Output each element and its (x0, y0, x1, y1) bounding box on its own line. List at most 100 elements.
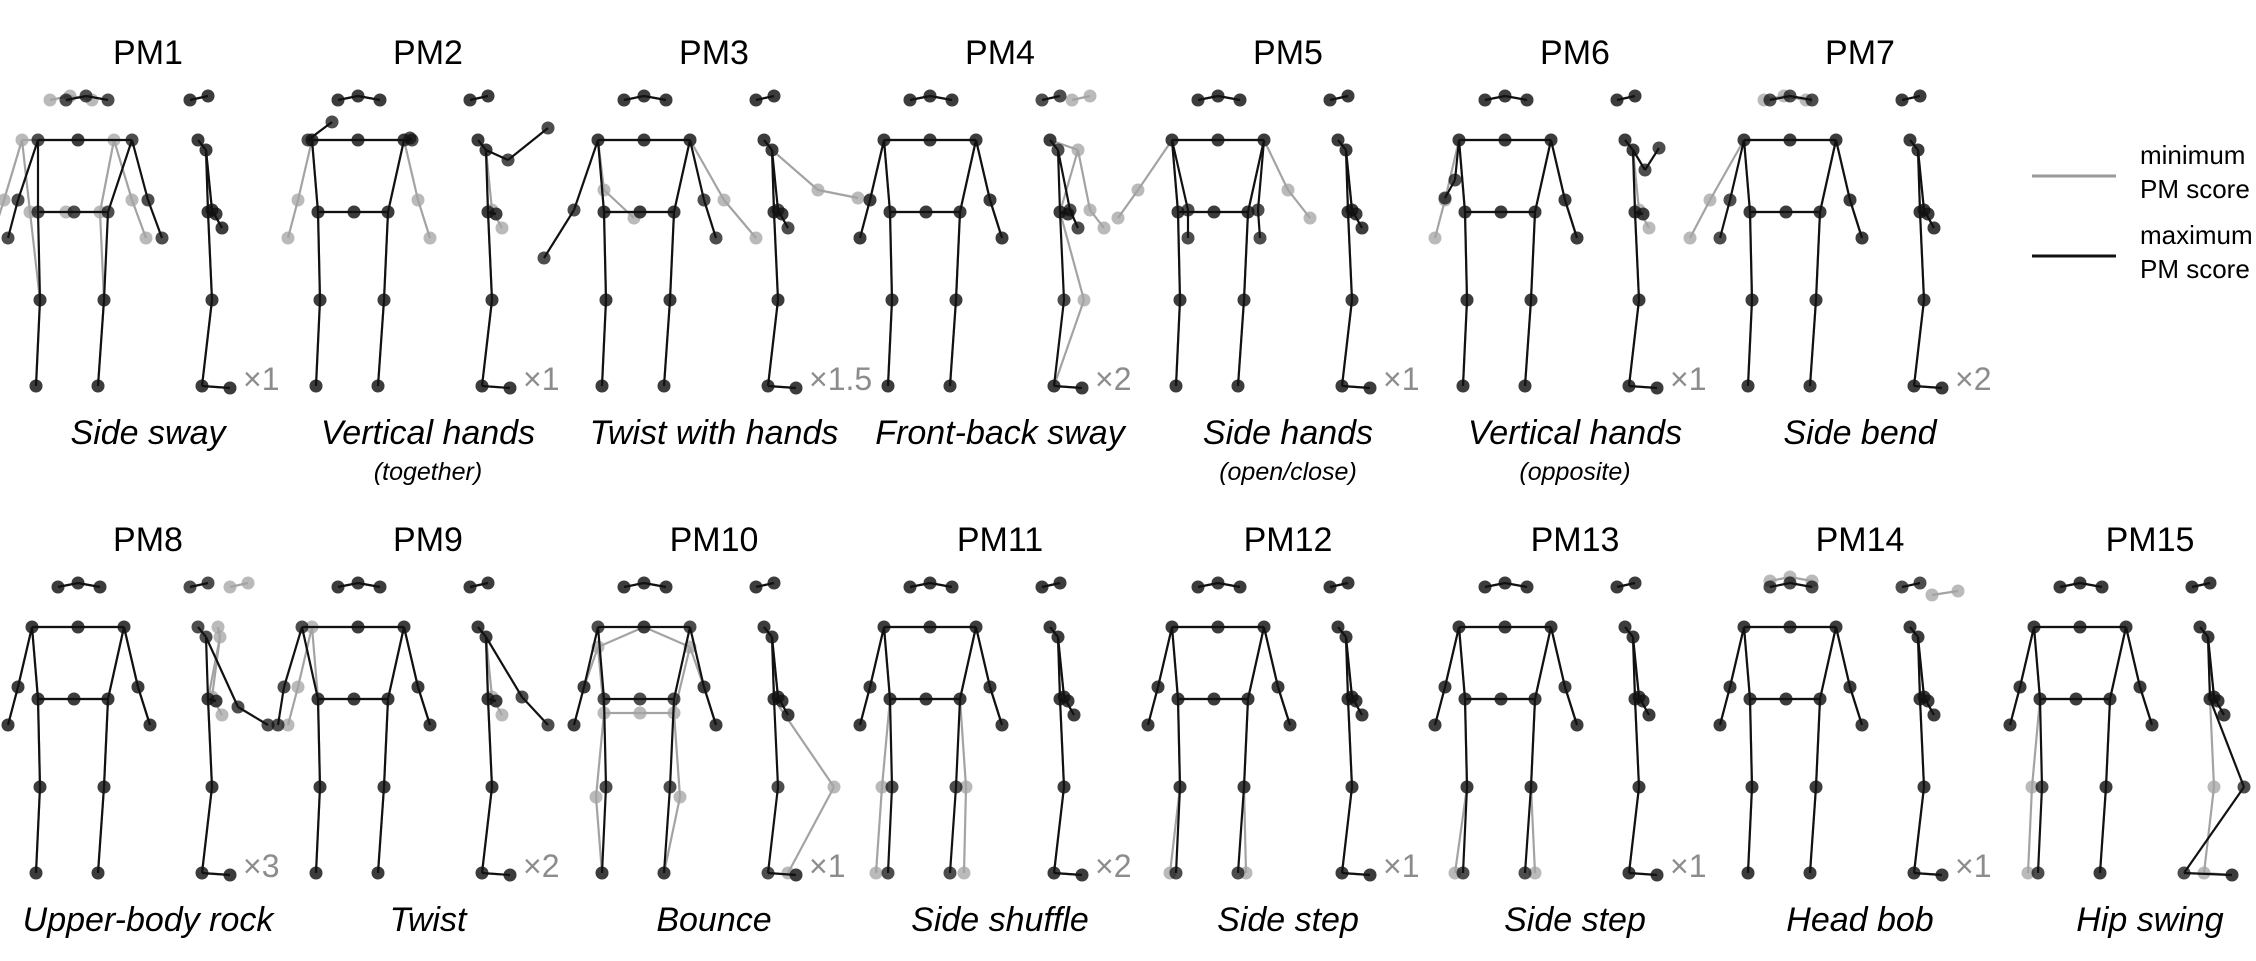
legend-label: PM score (2140, 254, 2250, 284)
joint (851, 191, 865, 205)
panel-title: PM4 (965, 34, 1035, 72)
bone (376, 299, 386, 387)
bone (596, 626, 606, 700)
bone (1457, 139, 1467, 213)
side-skeleton-max (1035, 89, 1089, 395)
joint (1951, 584, 1965, 598)
joint (1528, 866, 1542, 880)
joint (683, 620, 697, 634)
bone (1340, 299, 1354, 387)
movement-label: Twist with hands (590, 414, 839, 452)
bone (1176, 211, 1182, 301)
bone (2008, 686, 2022, 726)
joint (211, 620, 225, 634)
joint (1809, 780, 1823, 794)
bone (206, 636, 222, 700)
joint (1803, 379, 1817, 393)
joint (143, 718, 157, 732)
joint (945, 93, 959, 107)
joint (1251, 203, 1265, 217)
joint (1071, 221, 1085, 235)
joint (1071, 143, 1085, 157)
bone (1814, 211, 1822, 301)
joint (1917, 780, 1931, 794)
joint (2133, 680, 2147, 694)
joint (1035, 93, 1049, 107)
bone (16, 139, 40, 201)
bone (688, 626, 706, 688)
joint (1763, 580, 1777, 594)
bone (596, 139, 606, 213)
bone (1461, 299, 1469, 387)
front-skeleton-max (301, 89, 419, 393)
joint (761, 866, 775, 880)
joint (1207, 205, 1221, 219)
joint (191, 133, 205, 147)
scale-factor: ×1 (1670, 361, 1706, 397)
bone (1728, 139, 1746, 201)
joint (223, 868, 237, 882)
joint (709, 231, 723, 245)
joint (485, 293, 499, 307)
side-skeleton-max (1323, 89, 1377, 395)
front-skeleton-max (853, 576, 1009, 880)
bone (1529, 211, 1537, 301)
bone (2183, 786, 2245, 874)
joint (949, 293, 963, 307)
joint (1345, 780, 1359, 794)
bone (2038, 698, 2044, 788)
joint (277, 680, 291, 694)
joint (463, 93, 477, 107)
panel-title: PM10 (670, 521, 759, 559)
joint (489, 207, 503, 221)
bone (954, 698, 962, 788)
bone (702, 686, 718, 726)
joint (1805, 580, 1819, 594)
bone (486, 698, 494, 788)
joint (1075, 868, 1089, 882)
bone (772, 698, 780, 788)
bone (672, 712, 682, 798)
bone (6, 686, 20, 726)
bone (662, 299, 672, 387)
bone (1453, 786, 1469, 874)
bone (480, 299, 494, 387)
joint (1618, 133, 1632, 147)
joint (863, 193, 877, 207)
joint (31, 692, 45, 706)
joint (1460, 293, 1474, 307)
joint (749, 231, 763, 245)
bone (1549, 626, 1567, 688)
bone (1631, 149, 1637, 213)
joint (881, 379, 895, 393)
joint (1628, 89, 1642, 103)
bone (1709, 139, 1745, 201)
joint (1703, 193, 1717, 207)
joint (2211, 694, 2225, 708)
joint (633, 205, 647, 219)
joint (2201, 630, 2215, 644)
joint (683, 133, 697, 147)
joint (311, 692, 325, 706)
joint (637, 620, 651, 634)
scale-factor: ×1 (1383, 848, 1419, 884)
bone (200, 299, 214, 387)
bone (1346, 698, 1354, 788)
joint (311, 205, 325, 219)
joint (141, 193, 155, 207)
bone (1076, 149, 1092, 211)
joint (485, 780, 499, 794)
joint (1173, 780, 1187, 794)
front-skeleton-min (591, 89, 763, 393)
bone (2098, 786, 2108, 874)
joint (93, 580, 107, 594)
joint (1494, 205, 1508, 219)
bone (314, 299, 322, 387)
joint (863, 680, 877, 694)
legend-label: PM score (2140, 174, 2250, 204)
joint (231, 700, 245, 714)
bone (948, 299, 958, 387)
bone (386, 626, 406, 700)
